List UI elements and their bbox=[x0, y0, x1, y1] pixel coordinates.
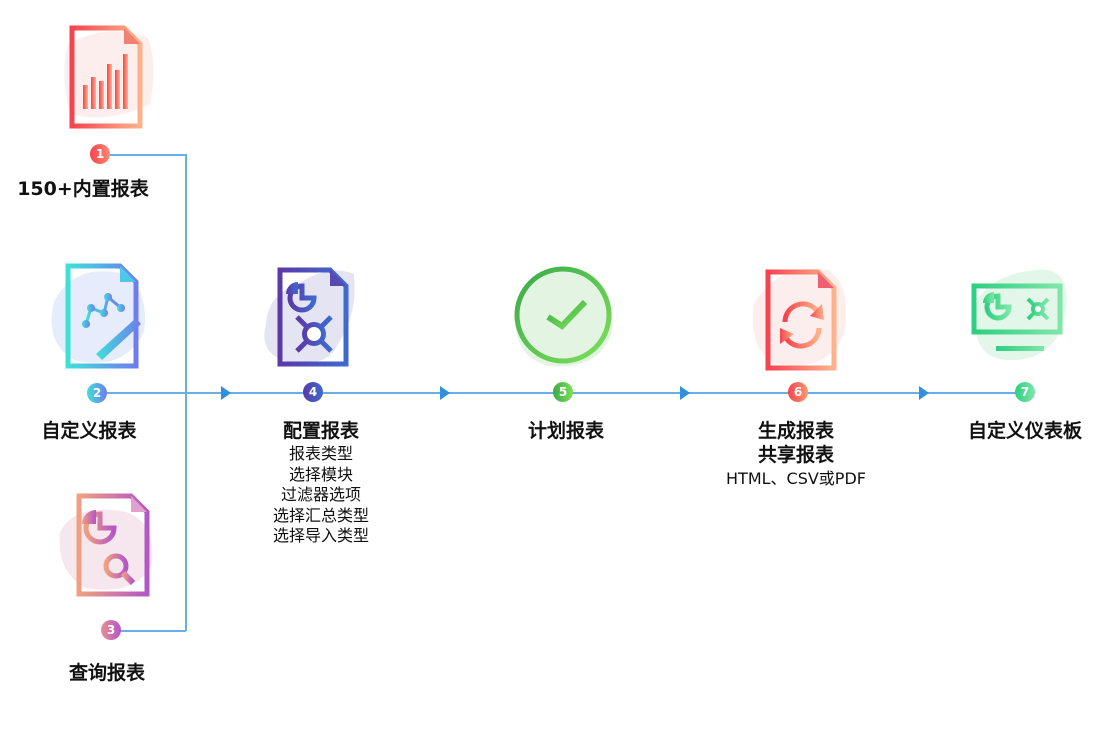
bar-chart-document-icon bbox=[64, 25, 154, 129]
step-4-detail-3: 过滤器选项 bbox=[280, 485, 362, 504]
step-6-detail-1: HTML、CSV或PDF bbox=[726, 469, 866, 488]
connector-3 bbox=[110, 630, 186, 632]
step-badge-5: 5 bbox=[553, 382, 573, 402]
clock-check-icon bbox=[514, 266, 613, 367]
step-title-7: 自定义仪表板 bbox=[967, 420, 1083, 442]
step-badge-7: 7 bbox=[1015, 382, 1035, 402]
step-title-1: 150+内置报表 bbox=[17, 178, 149, 200]
line-chart-edit-document-icon bbox=[51, 263, 146, 369]
step-badge-4: 4 bbox=[303, 382, 323, 402]
step-4-detail-2: 选择模块 bbox=[288, 465, 354, 484]
pie-search-document-icon bbox=[59, 493, 153, 597]
arrow-to-step4 bbox=[221, 386, 231, 400]
step-title-2: 自定义报表 bbox=[41, 420, 137, 442]
step-4-detail-4: 选择汇总类型 bbox=[272, 506, 370, 525]
step-title-3: 查询报表 bbox=[68, 662, 146, 684]
arrow-to-step6 bbox=[680, 386, 690, 400]
step-title-5: 计划报表 bbox=[527, 420, 605, 442]
step-4-detail-5: 选择导入类型 bbox=[272, 526, 370, 545]
step-title-6: 生成报表 bbox=[757, 420, 835, 442]
step-badge-2: 2 bbox=[87, 383, 107, 403]
step-badge-6: 6 bbox=[788, 382, 808, 402]
arrow-to-step7 bbox=[919, 386, 929, 400]
step-title-6b: 共享报表 bbox=[757, 444, 835, 466]
refresh-document-icon bbox=[753, 268, 846, 371]
step-badge-1: 1 bbox=[90, 144, 110, 164]
connector-1-vertical bbox=[110, 154, 186, 156]
step-badge-3: 3 bbox=[101, 620, 121, 640]
step-4-detail-1: 报表类型 bbox=[288, 444, 354, 463]
step-title-4: 配置报表 bbox=[282, 420, 360, 442]
pie-gear-document-icon bbox=[264, 267, 355, 367]
dashboard-monitor-icon bbox=[971, 269, 1067, 361]
arrow-to-step5 bbox=[440, 386, 450, 400]
